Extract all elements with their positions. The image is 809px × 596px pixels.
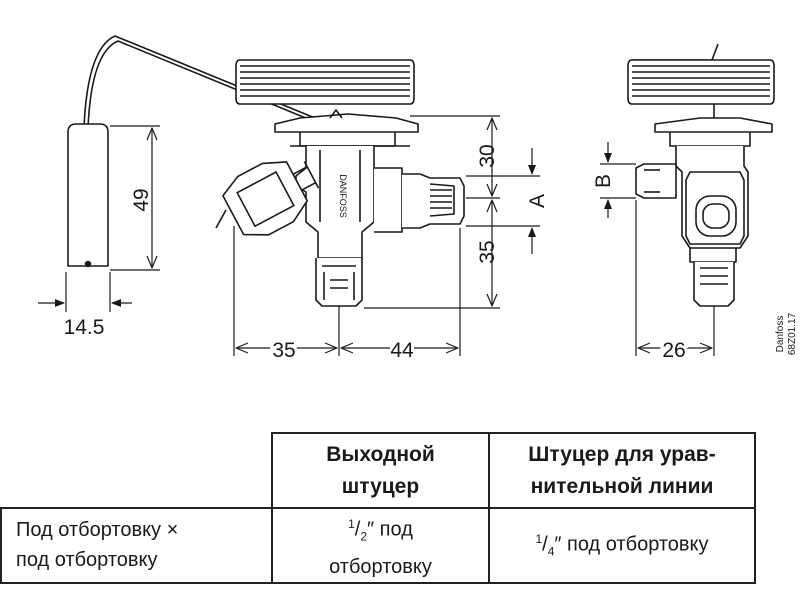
- equalizer-b-label: B: [592, 174, 615, 188]
- table-row: Под отбортовку × под отбортовку 1/2″ под…: [0, 507, 756, 584]
- outlet-a-dimension: [466, 148, 540, 254]
- width-left-label: 35: [272, 339, 295, 362]
- equalizer-fraction-numerator: 1: [535, 532, 543, 546]
- outlet-size-line1: 1/2″ под: [348, 517, 413, 544]
- bulb-length-label: 49: [130, 188, 153, 211]
- outlet-header-line1: Выходной: [326, 442, 435, 466]
- connection-type-line2: под отбортовку: [16, 549, 158, 572]
- equalizer-fraction-denominator: 4: [547, 544, 555, 559]
- height-upper-label: 30: [476, 144, 499, 167]
- outlet-header-line2: штуцер: [341, 474, 420, 498]
- outlet-size-line2: отбортовку: [329, 555, 432, 578]
- equalizer-size-cell: 1/4″ под отбортовку: [488, 507, 756, 584]
- equalizer-header-line2: нительной линии: [530, 474, 714, 498]
- valve-front-view: [215, 59, 465, 307]
- connection-spec-table: Выходной штуцер Штуцер для урав- нительн…: [0, 432, 756, 584]
- table-corner-cell: [1, 433, 273, 509]
- connection-type-cell: Под отбортовку × под отбортовку: [0, 507, 273, 584]
- width-dimensions: [233, 226, 461, 356]
- outlet-size-suffix: ″ под: [367, 518, 413, 541]
- bulb-width-label: 14.5: [64, 316, 105, 339]
- outlet-a-label: A: [526, 194, 549, 208]
- reference-code: 68Z01.17: [787, 312, 798, 355]
- valve-dimension-drawing: 49 14.5 30 35 A 35 44 B 26 DANFOSS Danfo…: [38, 35, 798, 362]
- reference-brand: Danfoss: [775, 316, 786, 353]
- valve-side-view: [627, 43, 775, 307]
- side-width-label: 26: [662, 339, 685, 362]
- height-dimensions: [364, 115, 500, 309]
- bulb-length-dimension: [110, 125, 160, 271]
- equalizer-header-line1: Штуцер для урав-: [528, 442, 716, 466]
- height-lower-label: 35: [476, 240, 499, 263]
- valve-marking: DANFOSS: [338, 174, 348, 218]
- equalizer-header: Штуцер для урав- нительной линии: [488, 432, 756, 509]
- table-header-row: Выходной штуцер Штуцер для урав- нительн…: [1, 432, 756, 509]
- width-right-label: 44: [390, 339, 414, 362]
- bulb-width-dimension: [38, 272, 132, 312]
- outlet-fraction-numerator: 1: [348, 517, 355, 531]
- outlet-fraction-denominator: 2: [360, 529, 368, 544]
- side-width-dimension: [635, 200, 715, 356]
- connection-type-line1: Под отбортовку ×: [16, 519, 179, 542]
- outlet-size-cell: 1/2″ под отбортовку: [271, 507, 490, 584]
- sensing-bulb: [67, 35, 316, 268]
- equalizer-b-dimension: [600, 142, 636, 218]
- outlet-header: Выходной штуцер: [271, 432, 490, 509]
- equalizer-size-suffix: ″ под отбортовку: [554, 533, 709, 556]
